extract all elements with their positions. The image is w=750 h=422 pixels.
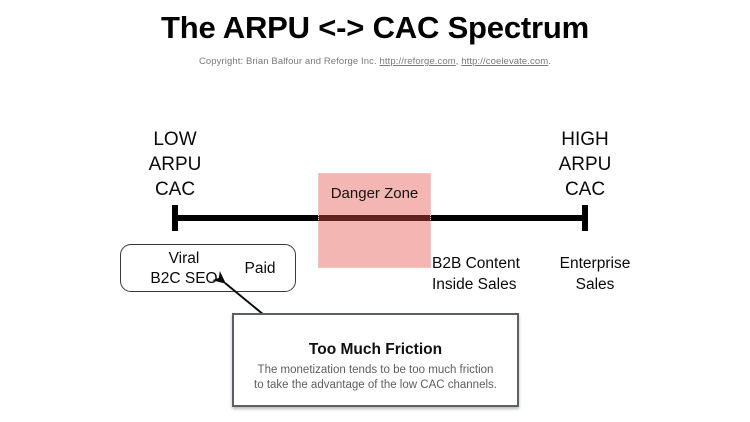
channel-label-viral: Viral [168,250,200,267]
danger-zone-region: Danger Zone [318,173,431,268]
copyright-suffix: . [548,56,552,67]
channel-label-b2c-seo: B2C SEO [150,270,218,287]
callout-body: The monetization tends to be too much fr… [244,363,507,393]
high-arpu-cac-line-3: CAC [564,179,606,200]
low-arpu-cac-line-3: CAC [154,179,196,200]
coelevate-link[interactable]: http://coelevate.com [461,56,549,67]
low-arpu-cac-line-2: ARPU [148,154,202,175]
low-arpu-cac-label: LOW ARPU CAC [120,127,230,202]
channel-label-paid: Paid [244,260,276,277]
low-cac-channels-left-labels: Viral B2C SEO [125,249,243,289]
channel-label-inside-sales: Inside Sales [432,276,517,293]
low-arpu-cac-line-1: LOW [153,129,197,150]
spectrum-axis-right-cap [582,205,588,231]
channel-label-enterprise: Enterprise [559,255,631,272]
callout-box: Too Much Friction The monetization tends… [232,313,519,407]
high-arpu-cac-label: HIGH ARPU CAC [530,127,640,202]
channel-label-b2b-content: B2B Content [432,255,520,272]
callout-body-line-2: to take the advantage of the low CAC cha… [254,379,497,391]
copyright-prefix: Copyright: Brian Balfour and Reforge Inc… [198,56,380,67]
callout-title: Too Much Friction [308,341,443,358]
callout-body-line-1: The monetization tends to be too much fr… [257,364,494,376]
channel-label-sales: Sales [575,276,615,293]
low-cac-channels-box: Viral B2C SEO Paid [120,244,296,292]
page-title: The ARPU <-> CAC Spectrum [161,10,589,45]
reforge-link[interactable]: http://reforge.com [379,56,456,67]
high-arpu-cac-line-2: ARPU [558,154,612,175]
spectrum-axis-left-cap [172,205,178,231]
mid-cac-channels-label: B2B Content Inside Sales [432,253,520,295]
spectrum-axis-line [172,215,588,221]
danger-zone-label: Danger Zone [330,185,419,202]
copyright-line: Copyright: Brian Balfour and Reforge Inc… [0,56,750,67]
high-arpu-cac-line-1: HIGH [561,129,609,150]
high-cac-channels-label: Enterprise Sales [540,253,650,295]
copyright-separator: , [455,56,462,67]
